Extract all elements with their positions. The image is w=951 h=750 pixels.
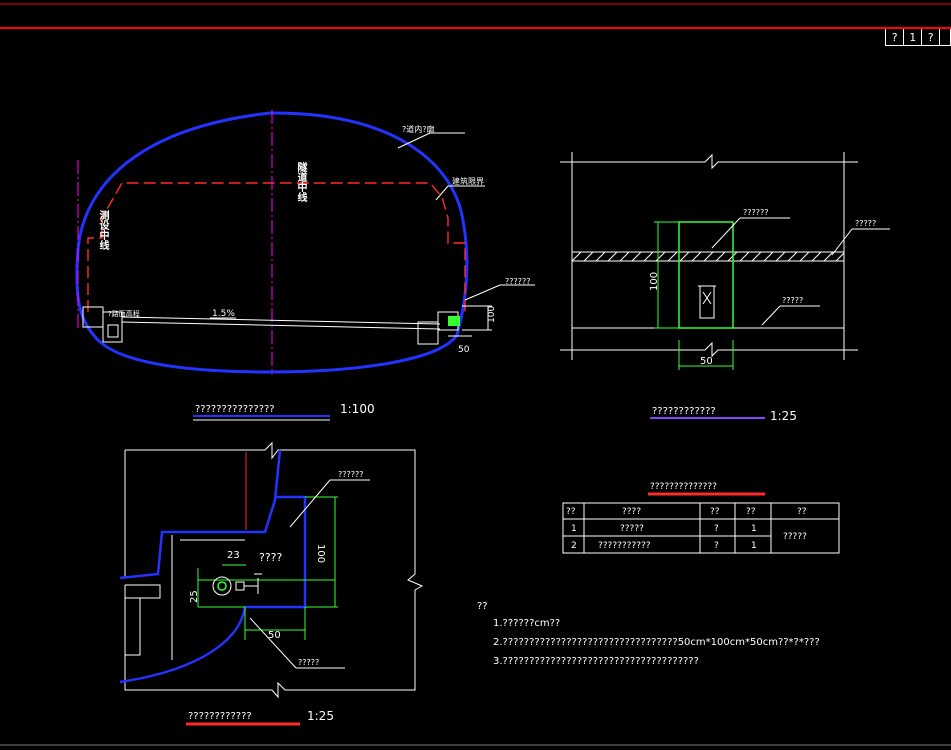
dim-width: 50 [700,356,713,367]
plan-scale: 1:25 [307,709,334,723]
leader-line [464,284,501,301]
table-cell: 1 [751,541,757,551]
table-cell: 1 [571,524,577,534]
elevation-scale: 1:25 [770,409,797,423]
title-block-cell: ? [886,29,904,45]
table-cell: 2 [571,541,577,551]
plan-title: ???????????? [188,711,252,722]
dim-height: 100 [649,272,660,291]
hydrant-symbol [698,285,716,305]
niche-plan: ?????? ???? ????? 23 25 100 50 [119,441,424,699]
section-scale: 1:100 [340,402,375,416]
table-cell: 1 [751,524,757,534]
break-line-top [560,153,858,170]
right-ditch [417,321,439,345]
label-slope: 1.5% [212,309,235,319]
table-header: ???? [622,507,641,517]
road-surface [121,316,441,325]
table-title: ?????????????? [650,482,717,492]
survey-line-text: 测设中线 [68,209,109,251]
hydrant-body [699,285,715,319]
leader-line [397,132,431,149]
label-niche: ?????? [338,470,363,479]
dim-100: 100 [315,544,326,563]
niche-marker [448,316,460,326]
dim-width: 50 [458,345,470,355]
dim-23: 23 [227,550,240,561]
label-bottom: ????? [298,658,319,667]
note-item: 2.?????????????????????????????????50cm*… [493,637,820,648]
break-line-bottom [560,341,858,358]
table-cell: ? [714,541,719,551]
plan-structure [125,535,245,660]
dim-25: 25 [189,590,200,603]
label-center: ???? [259,551,283,564]
table-cell: ? [714,524,719,534]
label-niche: ?????? [505,277,530,286]
left-ditch [102,311,123,343]
hatch-pattern [571,251,845,262]
niche-rect [678,221,734,329]
valve-icon [235,581,245,591]
table-border [562,502,840,554]
label-survey-line: 测设中线 [68,209,109,251]
hydrant-core-icon [217,581,227,591]
notes: ?? 1.??????cm?? 2.??????????????????????… [477,601,820,667]
leader-line [249,617,297,669]
table-header: ?? [797,507,807,517]
table-cell: ??????????? [598,541,651,551]
table-header: ?? [566,507,576,517]
leader-line [761,305,781,326]
leader-line [289,479,331,528]
title-block-cell: ? [922,29,940,45]
label-road: ?路面高程 [108,309,140,318]
material-table [562,502,840,554]
label-clearance: 建筑限界 [452,176,484,186]
plan-frame [124,441,424,699]
table-cell: ????? [620,524,644,534]
pipe-icon [244,573,262,594]
leader-line [831,228,853,256]
niche-elevation: 100 50 ?????? ????? ????? [560,152,890,370]
dim-height: 100 [487,306,497,323]
dim-50: 50 [268,630,281,641]
leader-line [435,185,449,201]
table-header: ?? [710,507,720,517]
elevation-title: ???????????? [652,406,716,417]
lining-outline [75,111,469,374]
title-block-cell: 1 [904,29,922,45]
plan-niche-outline [119,495,307,684]
plan-wall [119,449,282,580]
section-title: ??????????????? [195,404,275,415]
label-base: ????? [782,296,803,305]
note-item: 3.????????????????????????????????????? [493,656,699,667]
road-base [121,321,441,330]
note-item: 1.??????cm?? [493,618,560,629]
tunnel-section: ?道内?廓 建筑限界 ?????? 1.5% ?路面高程 100 50 测设中线… [68,110,535,375]
clearance-outline [87,182,466,312]
table-text: ?? ???? ?? ?? ?? 1 ????? ? 1 2 ?????????… [566,507,807,551]
notes-heading: ?? [477,601,488,612]
leader-line [711,217,741,249]
table-header: ?? [746,507,756,517]
label-lining: ?道内?廓 [402,124,435,134]
hatched-band [571,251,845,262]
table-merged-note: ????? [783,532,807,542]
label-wall: ????? [855,219,876,228]
hydrant-icon [212,576,232,596]
left-ditch-inner [107,324,119,338]
label-niche: ?????? [743,208,768,217]
